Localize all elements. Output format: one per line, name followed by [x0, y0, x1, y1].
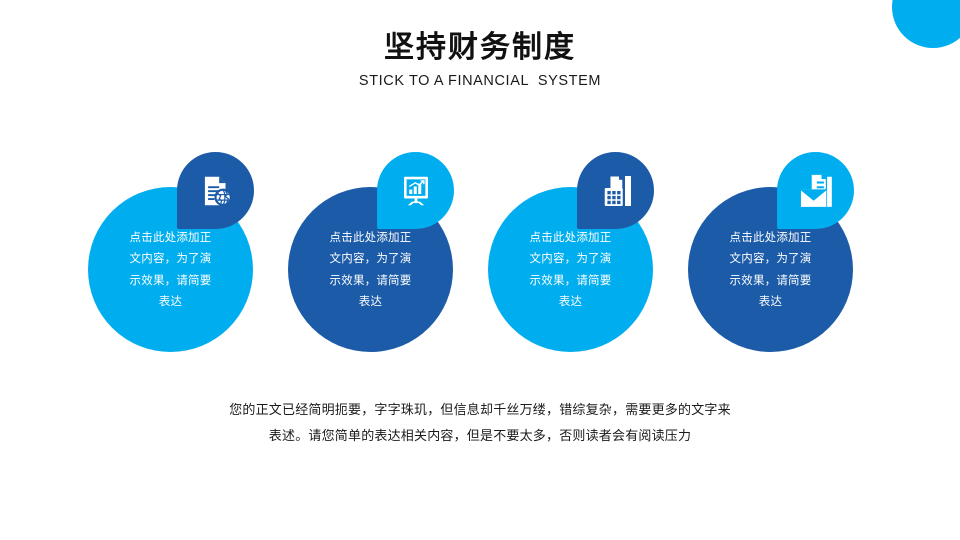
- document-globe-icon: [197, 172, 235, 210]
- envelope-document-icon: [797, 172, 835, 210]
- list-item[interactable]: 点击此处添加正 文内容，为了演 示效果，请简要 表达: [268, 152, 478, 362]
- item-badge-3[interactable]: [577, 152, 654, 229]
- footer-line-1: 您的正文已经简明扼要，字字珠玑，但信息却千丝万缕，错综复杂，需要更多的文字来: [229, 403, 731, 418]
- item-text-4: 点击此处添加正 文内容，为了演 示效果，请简要 表达: [729, 229, 812, 308]
- item-text-1: 点击此处添加正 文内容，为了演 示效果，请简要 表达: [129, 229, 212, 308]
- item-badge-1[interactable]: [177, 152, 254, 229]
- page-title: 坚持财务制度: [384, 30, 576, 65]
- slide-header: 坚持财务制度 STICK TO A FINANCIAL SYSTEM: [0, 28, 960, 89]
- list-item[interactable]: 点击此处添加正 文内容，为了演 示效果，请简要 表达: [668, 152, 878, 362]
- list-item[interactable]: 点击此处添加正 文内容，为了演 示效果，请简要 表达: [468, 152, 678, 362]
- footer-line-2: 表述。请您简单的表达相关内容，但是不要太多，否则读者会有阅读压力: [268, 429, 692, 444]
- item-badge-2[interactable]: [377, 152, 454, 229]
- item-badge-4[interactable]: [777, 152, 854, 229]
- item-text-2: 点击此处添加正 文内容，为了演 示效果，请简要 表达: [329, 229, 412, 308]
- page-subtitle: STICK TO A FINANCIAL SYSTEM: [358, 72, 602, 89]
- presentation-chart-icon: [398, 173, 434, 209]
- list-item[interactable]: 点击此处添加正 文内容，为了演 示效果，请简要 表达: [68, 152, 278, 362]
- footer-paragraph: 您的正文已经简明扼要，字字珠玑，但信息却千丝万缕，错综复杂，需要更多的文字来 表…: [0, 398, 960, 450]
- item-text-3: 点击此处添加正 文内容，为了演 示效果，请简要 表达: [529, 229, 612, 308]
- items-row: 点击此处添加正 文内容，为了演 示效果，请简要 表达: [0, 152, 960, 362]
- calculator-receipt-icon: [598, 173, 634, 209]
